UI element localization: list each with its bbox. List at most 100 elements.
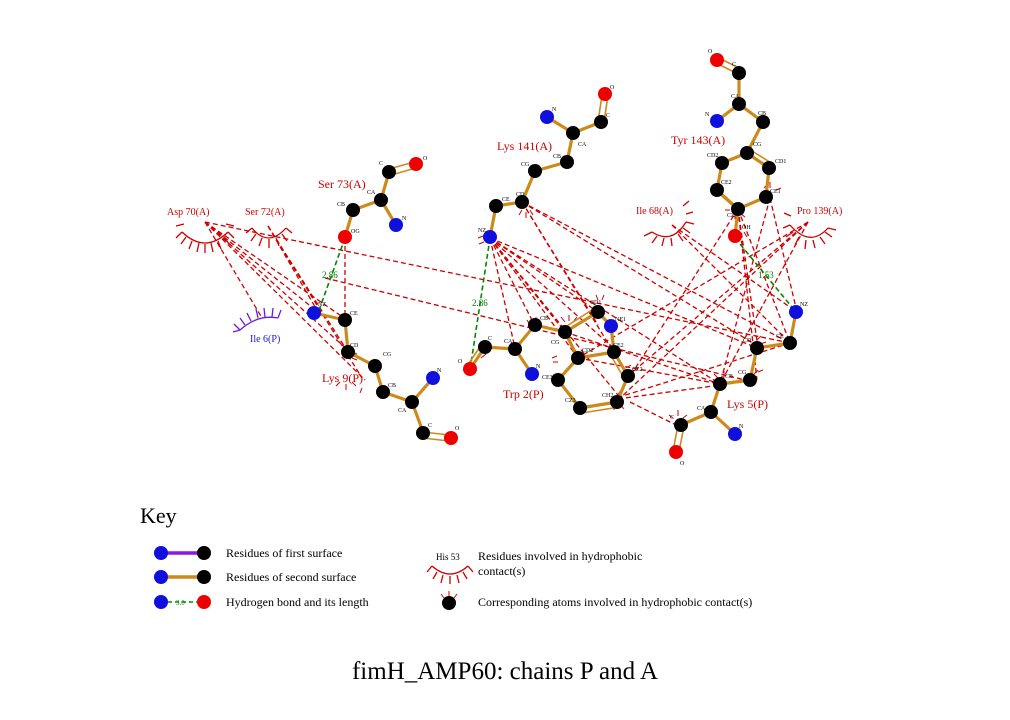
atom-nz (483, 230, 497, 244)
atom-ca (566, 126, 580, 140)
svg-text:C: C (670, 415, 674, 421)
hph-line (204, 221, 366, 381)
asp70-hydrophobic-arc (175, 223, 235, 253)
atom-cd (341, 345, 355, 359)
hph-line (204, 221, 263, 319)
svg-text:N: N (437, 368, 442, 374)
svg-text:CG: CG (551, 340, 560, 346)
svg-text:CB: CB (553, 154, 561, 160)
atom-cd1 (762, 161, 776, 175)
svg-text:O: O (423, 156, 428, 162)
hph-line (489, 237, 623, 401)
hph-line (617, 208, 739, 396)
svg-text:N: N (739, 424, 744, 430)
hph-line (521, 201, 791, 344)
atom-cd1 (591, 305, 605, 319)
atom-o (409, 157, 423, 171)
atom-ne1 (604, 319, 618, 333)
svg-text:C: C (488, 336, 492, 342)
atom-ce (338, 313, 352, 327)
atom-ca (704, 405, 718, 419)
atom-cd2 (571, 351, 585, 365)
atom-ce1 (759, 190, 773, 204)
hph-line (489, 237, 536, 327)
legend-hydrophobic-arc (426, 565, 474, 584)
ser73-residue-label: Ser 73(A) (318, 177, 366, 191)
svg-text:CA: CA (731, 94, 740, 100)
svg-text:CB: CB (725, 374, 733, 380)
atom-ce2 (607, 345, 621, 359)
hph-line (671, 224, 798, 313)
pro139-hydrophobic-arc (782, 212, 837, 250)
legend-oxygen-atom (197, 595, 211, 609)
svg-text:CA: CA (697, 406, 706, 412)
svg-text:CE: CE (776, 334, 784, 340)
atom-ca (405, 395, 419, 409)
svg-text:C: C (732, 62, 736, 68)
atom-cg (558, 325, 572, 339)
hph-line (671, 224, 791, 344)
hydrogen-bonds: 2.86 2.86 1.53 (317, 237, 797, 371)
hph-line (204, 221, 348, 321)
atom-ce2 (710, 183, 724, 197)
legend-hydrophobic-residues-label-line2: contact(s) (478, 564, 525, 578)
hph-line (629, 401, 677, 426)
hph-line (489, 237, 599, 313)
legend-carbon-atom (197, 546, 211, 560)
svg-text:CA: CA (367, 190, 376, 196)
atom-cb (560, 155, 574, 169)
legend-hbond-sample-length: 3.0 (176, 599, 185, 607)
hph-line (489, 237, 758, 349)
svg-text:CB: CB (758, 111, 766, 117)
atom-cb (756, 115, 770, 129)
page-title: fimH_AMP60: chains P and A (352, 658, 658, 685)
svg-text:CZ: CZ (727, 213, 735, 219)
lys9-residue-label: Lys 9(P) (322, 371, 363, 385)
atom-oh (728, 229, 742, 243)
tyr143-residue-label: Tyr 143(A) (671, 133, 725, 147)
svg-text:CD2: CD2 (582, 348, 593, 354)
atom-o (444, 431, 458, 445)
atom-n (728, 427, 742, 441)
hph-line (577, 221, 809, 359)
atom-c (594, 115, 608, 129)
svg-text:N: N (705, 112, 710, 118)
lys141-residue-label: Lys 141(A) (497, 139, 552, 153)
legend: Key Residues of first surface Residues o… (140, 503, 752, 610)
svg-text:CZ2: CZ2 (632, 367, 643, 373)
svg-text:CE2: CE2 (721, 180, 732, 186)
atom-cz (731, 202, 745, 216)
ile68-label: Ile 68(A) (636, 206, 673, 217)
legend-hydrophobic-atoms-label: Corresponding atoms involved in hydropho… (478, 595, 752, 609)
svg-text:CB: CB (540, 316, 548, 322)
svg-text:CA: CA (578, 142, 587, 148)
svg-text:CB: CB (388, 383, 396, 389)
svg-text:CD: CD (350, 343, 359, 349)
hph-line (769, 197, 798, 313)
svg-text:OG: OG (351, 229, 360, 235)
atom-cg (743, 373, 757, 387)
svg-text:CD1: CD1 (590, 300, 601, 306)
pro139-label: Pro 139(A) (797, 206, 842, 217)
hph-line (521, 201, 757, 346)
svg-text:CE2: CE2 (613, 343, 624, 349)
atom-c (674, 418, 688, 432)
atom-ce (489, 199, 503, 213)
atom-n (710, 114, 724, 128)
atom-ce (783, 336, 797, 350)
hph-line (489, 237, 516, 349)
lys5-residue-label: Lys 5(P) (727, 397, 768, 411)
svg-text:CH2: CH2 (602, 393, 613, 399)
svg-text:CG: CG (753, 142, 762, 148)
svg-text:NZ: NZ (478, 228, 486, 234)
legend-second-surface-label: Residues of second surface (226, 570, 356, 584)
svg-text:CG: CG (738, 370, 747, 376)
hph-line (489, 237, 721, 385)
hbond-length-label: 1.53 (758, 270, 774, 280)
hbond-line (469, 237, 491, 371)
atom-cz2 (621, 369, 635, 383)
asp70-label: Asp 70(A) (167, 207, 210, 218)
svg-text:O: O (680, 461, 685, 467)
atom-ce3 (551, 373, 565, 387)
legend-carbon-atom (197, 570, 211, 584)
